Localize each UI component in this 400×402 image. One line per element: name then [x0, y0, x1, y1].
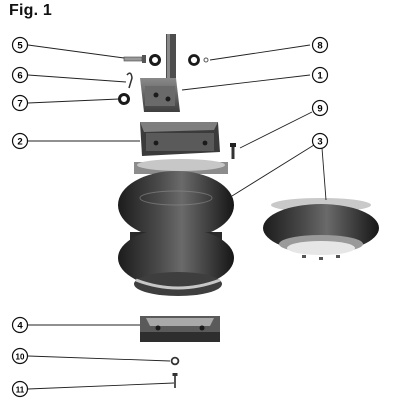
- washer-left: [118, 93, 130, 105]
- callout-3: 3: [311, 132, 329, 150]
- air-spring-double: [118, 159, 234, 296]
- lower-bracket: [140, 316, 220, 342]
- cotter-pin: [126, 72, 133, 89]
- callout-label: 11: [16, 385, 25, 394]
- callout-label: 7: [17, 99, 22, 110]
- bolt: [123, 55, 146, 63]
- callout-label: 1: [317, 71, 323, 82]
- callout-label: 10: [16, 352, 25, 361]
- air-spring-single: [263, 198, 379, 260]
- screw: [230, 143, 236, 159]
- callout-label: 4: [17, 321, 23, 332]
- washer-right: [188, 54, 209, 66]
- callout-label: 5: [17, 41, 23, 52]
- callout-label: 9: [317, 104, 322, 115]
- leader-lines: [27, 44, 327, 390]
- callout-4: 4: [11, 316, 29, 334]
- callout-label: 8: [317, 41, 322, 52]
- l-bracket: [140, 34, 180, 112]
- washer-upper: [149, 54, 161, 66]
- small-bolt: [172, 373, 178, 388]
- callout-2: 2: [11, 132, 29, 150]
- callout-label: 6: [17, 71, 22, 82]
- callout-1: 1: [311, 66, 329, 84]
- callout-6: 6: [11, 66, 29, 84]
- upper-plate: [140, 122, 220, 156]
- callout-11: 11: [11, 380, 29, 398]
- callout-8: 8: [311, 36, 329, 54]
- callout-9: 9: [311, 99, 329, 117]
- callout-10: 10: [11, 347, 29, 365]
- callout-5: 5: [11, 36, 29, 54]
- callout-label: 3: [317, 137, 322, 148]
- callout-label: 2: [17, 137, 22, 148]
- callout-7: 7: [11, 94, 29, 112]
- small-washer: [170, 356, 180, 366]
- figure-title: Fig. 1: [9, 2, 52, 19]
